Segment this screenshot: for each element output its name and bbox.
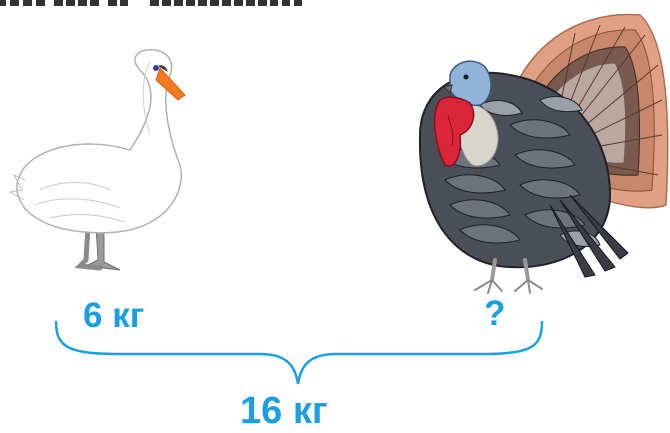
swan-illustration bbox=[0, 40, 200, 280]
turkey-illustration bbox=[400, 5, 670, 295]
turkey-icon bbox=[420, 15, 668, 293]
swan-icon bbox=[10, 50, 185, 270]
total-weight-label: 16 кг bbox=[240, 390, 328, 433]
curly-brace-icon bbox=[40, 318, 560, 388]
